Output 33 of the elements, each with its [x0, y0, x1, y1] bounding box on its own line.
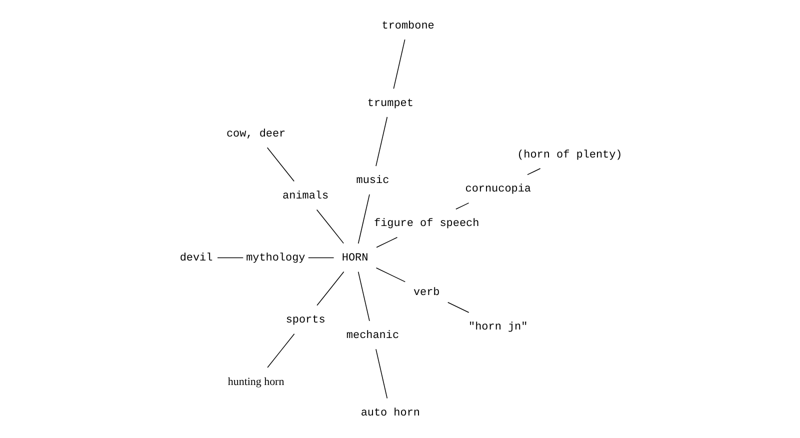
connector — [316, 271, 344, 306]
node-text: verb — [413, 287, 440, 300]
connector — [308, 257, 334, 258]
connector — [447, 302, 470, 313]
node-text: mechanic — [346, 330, 400, 342]
node-text: cow, deer — [226, 128, 286, 140]
node-text: sports — [286, 314, 326, 327]
node-text: music — [356, 175, 390, 188]
node-text: devil — [180, 252, 213, 265]
connector — [376, 116, 388, 166]
connector — [527, 168, 541, 176]
node-text: trumpet — [367, 98, 414, 110]
connector — [376, 348, 388, 399]
connector — [393, 39, 406, 90]
node-text: figure of speech — [374, 218, 480, 230]
connector — [266, 147, 294, 182]
node-text: mythology — [246, 252, 306, 265]
node-text: "horn jn" — [468, 321, 528, 334]
connector — [456, 202, 470, 210]
connector — [267, 334, 295, 368]
connector — [358, 271, 370, 322]
connector — [376, 268, 406, 282]
node-text: trombone — [382, 20, 434, 32]
connector — [316, 209, 344, 244]
connector — [376, 237, 398, 248]
node-text: cornucopia — [465, 184, 532, 196]
connector — [358, 194, 370, 244]
node-text: animals — [282, 190, 329, 203]
node-text: auto horn — [360, 407, 420, 420]
node-text: hunting horn — [228, 376, 284, 388]
node-text: HORN — [342, 252, 368, 265]
connector — [217, 257, 244, 258]
node-text: (horn of plenty) — [517, 149, 622, 162]
